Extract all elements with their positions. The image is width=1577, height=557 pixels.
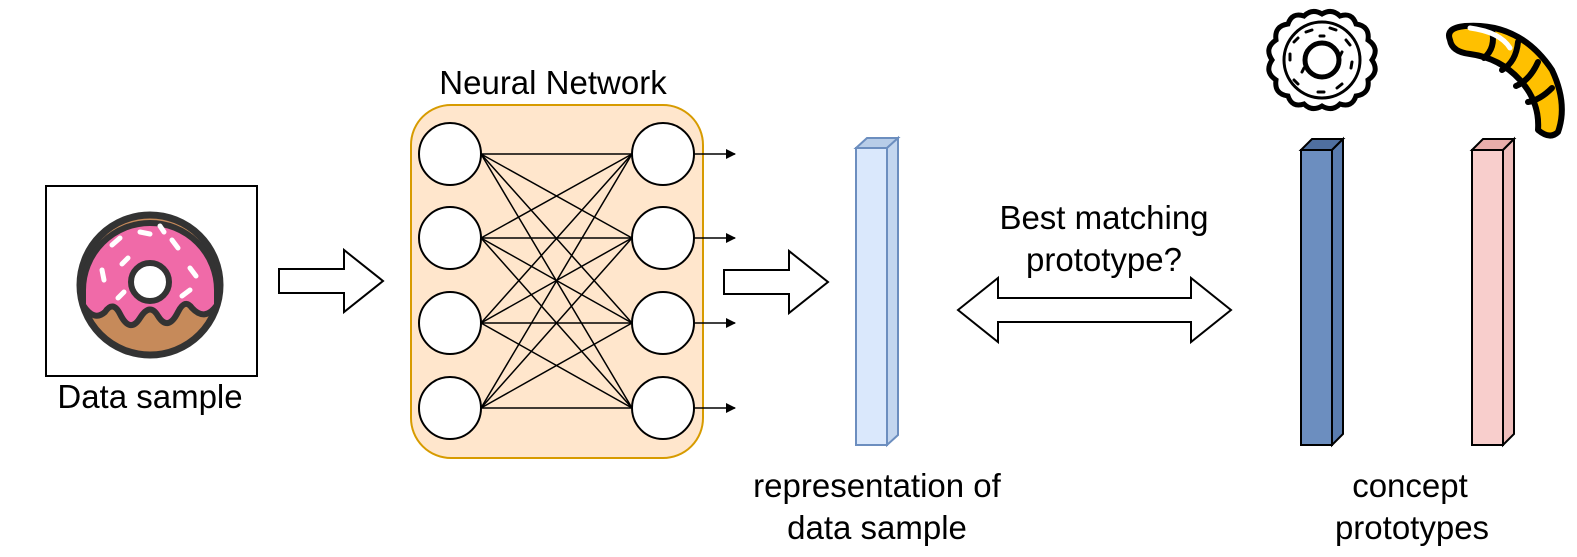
representation-vector xyxy=(853,135,901,448)
best-matching-line2: prototype? xyxy=(1026,241,1182,278)
output-node xyxy=(631,291,695,355)
network-edge xyxy=(480,237,633,409)
network-edge xyxy=(480,153,633,324)
croissant-icon xyxy=(1446,22,1565,139)
data-sample-label: Data sample xyxy=(57,378,242,415)
input-node xyxy=(418,122,482,186)
double-headed-match-arrow xyxy=(956,275,1233,345)
output-node xyxy=(631,376,695,440)
input-node xyxy=(418,291,482,355)
block-arrow-to-network xyxy=(278,247,385,315)
network-nodes xyxy=(418,122,695,440)
concept-label-line1: concept xyxy=(1352,467,1468,504)
neural-network-group: Neural Network xyxy=(410,64,736,459)
output-node xyxy=(631,122,695,186)
pink-sprinkled-donut-icon xyxy=(76,211,224,359)
data-sample-group: Data sample xyxy=(45,185,258,415)
network-edge xyxy=(480,153,633,239)
concept-prototype-bar-1 xyxy=(1298,136,1346,448)
network-edge xyxy=(480,322,633,409)
representation-label-line1: representation of xyxy=(753,467,1001,504)
input-node xyxy=(418,376,482,440)
representation-label-line2: data sample xyxy=(787,509,967,546)
output-node xyxy=(631,206,695,270)
concept-label-line2: prototypes xyxy=(1335,509,1489,546)
neural-network-title: Neural Network xyxy=(439,64,667,101)
network-connections xyxy=(480,153,633,409)
plain-donut-icon xyxy=(1266,8,1378,112)
network-output-arrows xyxy=(694,149,736,413)
input-node xyxy=(418,206,482,270)
best-matching-line1: Best matching xyxy=(999,199,1208,236)
network-edge xyxy=(480,153,633,409)
concept-prototype-bar-2 xyxy=(1469,136,1517,448)
block-arrow-to-representation xyxy=(723,248,830,316)
